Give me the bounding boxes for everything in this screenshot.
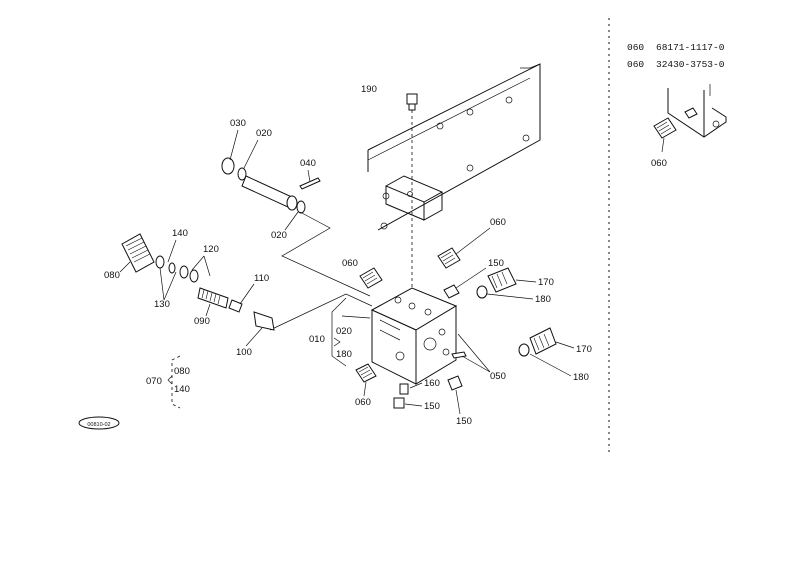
plug-060-top: [437, 247, 461, 269]
callout-120: 120: [203, 244, 219, 255]
callout-150-right: 150: [456, 416, 472, 427]
callout-060-top: 060: [490, 217, 506, 228]
ref-callout-2: 060: [627, 59, 644, 70]
relief-cartridge: [121, 233, 275, 331]
callout-020-upper: 020: [256, 128, 272, 139]
valve-block: [370, 287, 458, 385]
leader-spool: [281, 211, 371, 297]
plug-160: [399, 383, 409, 395]
bolt-190: [406, 93, 418, 300]
callout-140: 140: [172, 228, 188, 239]
callout-150-bottom: 150: [424, 401, 440, 412]
ref-part-number-1: 68171-1117-0: [656, 42, 725, 53]
callout-020-group: 020: [336, 326, 352, 337]
inset-detail: 060: [651, 84, 727, 169]
drawing-stamp: 00810-02: [78, 416, 120, 430]
callout-080: 080: [104, 270, 120, 281]
ref-part-number-2: 32430-3753-0: [656, 59, 725, 70]
callout-180-lower: 180: [573, 372, 589, 383]
callout-110: 110: [254, 273, 269, 284]
callout-180-upper: 180: [535, 294, 551, 305]
callout-040: 040: [300, 158, 316, 169]
callout-060-left: 060: [342, 258, 358, 269]
kit-group-070: 070 080 140: [146, 355, 190, 409]
callout-170-upper: 170: [538, 277, 554, 288]
callout-060-bottom: 060: [355, 397, 371, 408]
callout-100: 100: [236, 347, 252, 358]
callout-070: 070: [146, 376, 162, 387]
fitting-lower-right: [451, 327, 557, 359]
callout-060-inset: 060: [651, 158, 667, 169]
leader-relief: [269, 293, 373, 331]
spool-assembly: [221, 157, 321, 214]
callout-160: 160: [424, 378, 440, 389]
bracket: [384, 175, 444, 221]
inset-plug-060: [653, 117, 677, 153]
callout-140-kit: 140: [174, 384, 190, 395]
plug-060-left: [359, 267, 383, 289]
callout-170-lower: 170: [576, 344, 592, 355]
ref-callout-1: 060: [627, 42, 644, 53]
fitting-upper-right: [443, 267, 517, 299]
callout-090: 090: [194, 316, 210, 327]
callout-190: 190: [361, 84, 377, 95]
plug-150-bottom: [393, 397, 405, 409]
group-bracket-010: [331, 297, 347, 367]
plug-150-right: [447, 375, 463, 391]
reference-table: 060 68171-1117-0 060 32430-3753-0: [627, 42, 725, 70]
mounting-plate: [367, 63, 541, 231]
plug-060-bottom: [355, 363, 377, 383]
callout-030: 030: [230, 118, 246, 129]
callout-150-upper: 150: [488, 258, 504, 269]
callout-020-lower: 020: [271, 230, 287, 241]
callout-010: 010: [309, 334, 325, 345]
callout-050: 050: [490, 371, 506, 382]
stamp-text: 00810-02: [87, 422, 110, 428]
callout-130: 130: [154, 299, 170, 310]
callout-180-group: 180: [336, 349, 352, 360]
callout-080-kit: 080: [174, 366, 190, 377]
